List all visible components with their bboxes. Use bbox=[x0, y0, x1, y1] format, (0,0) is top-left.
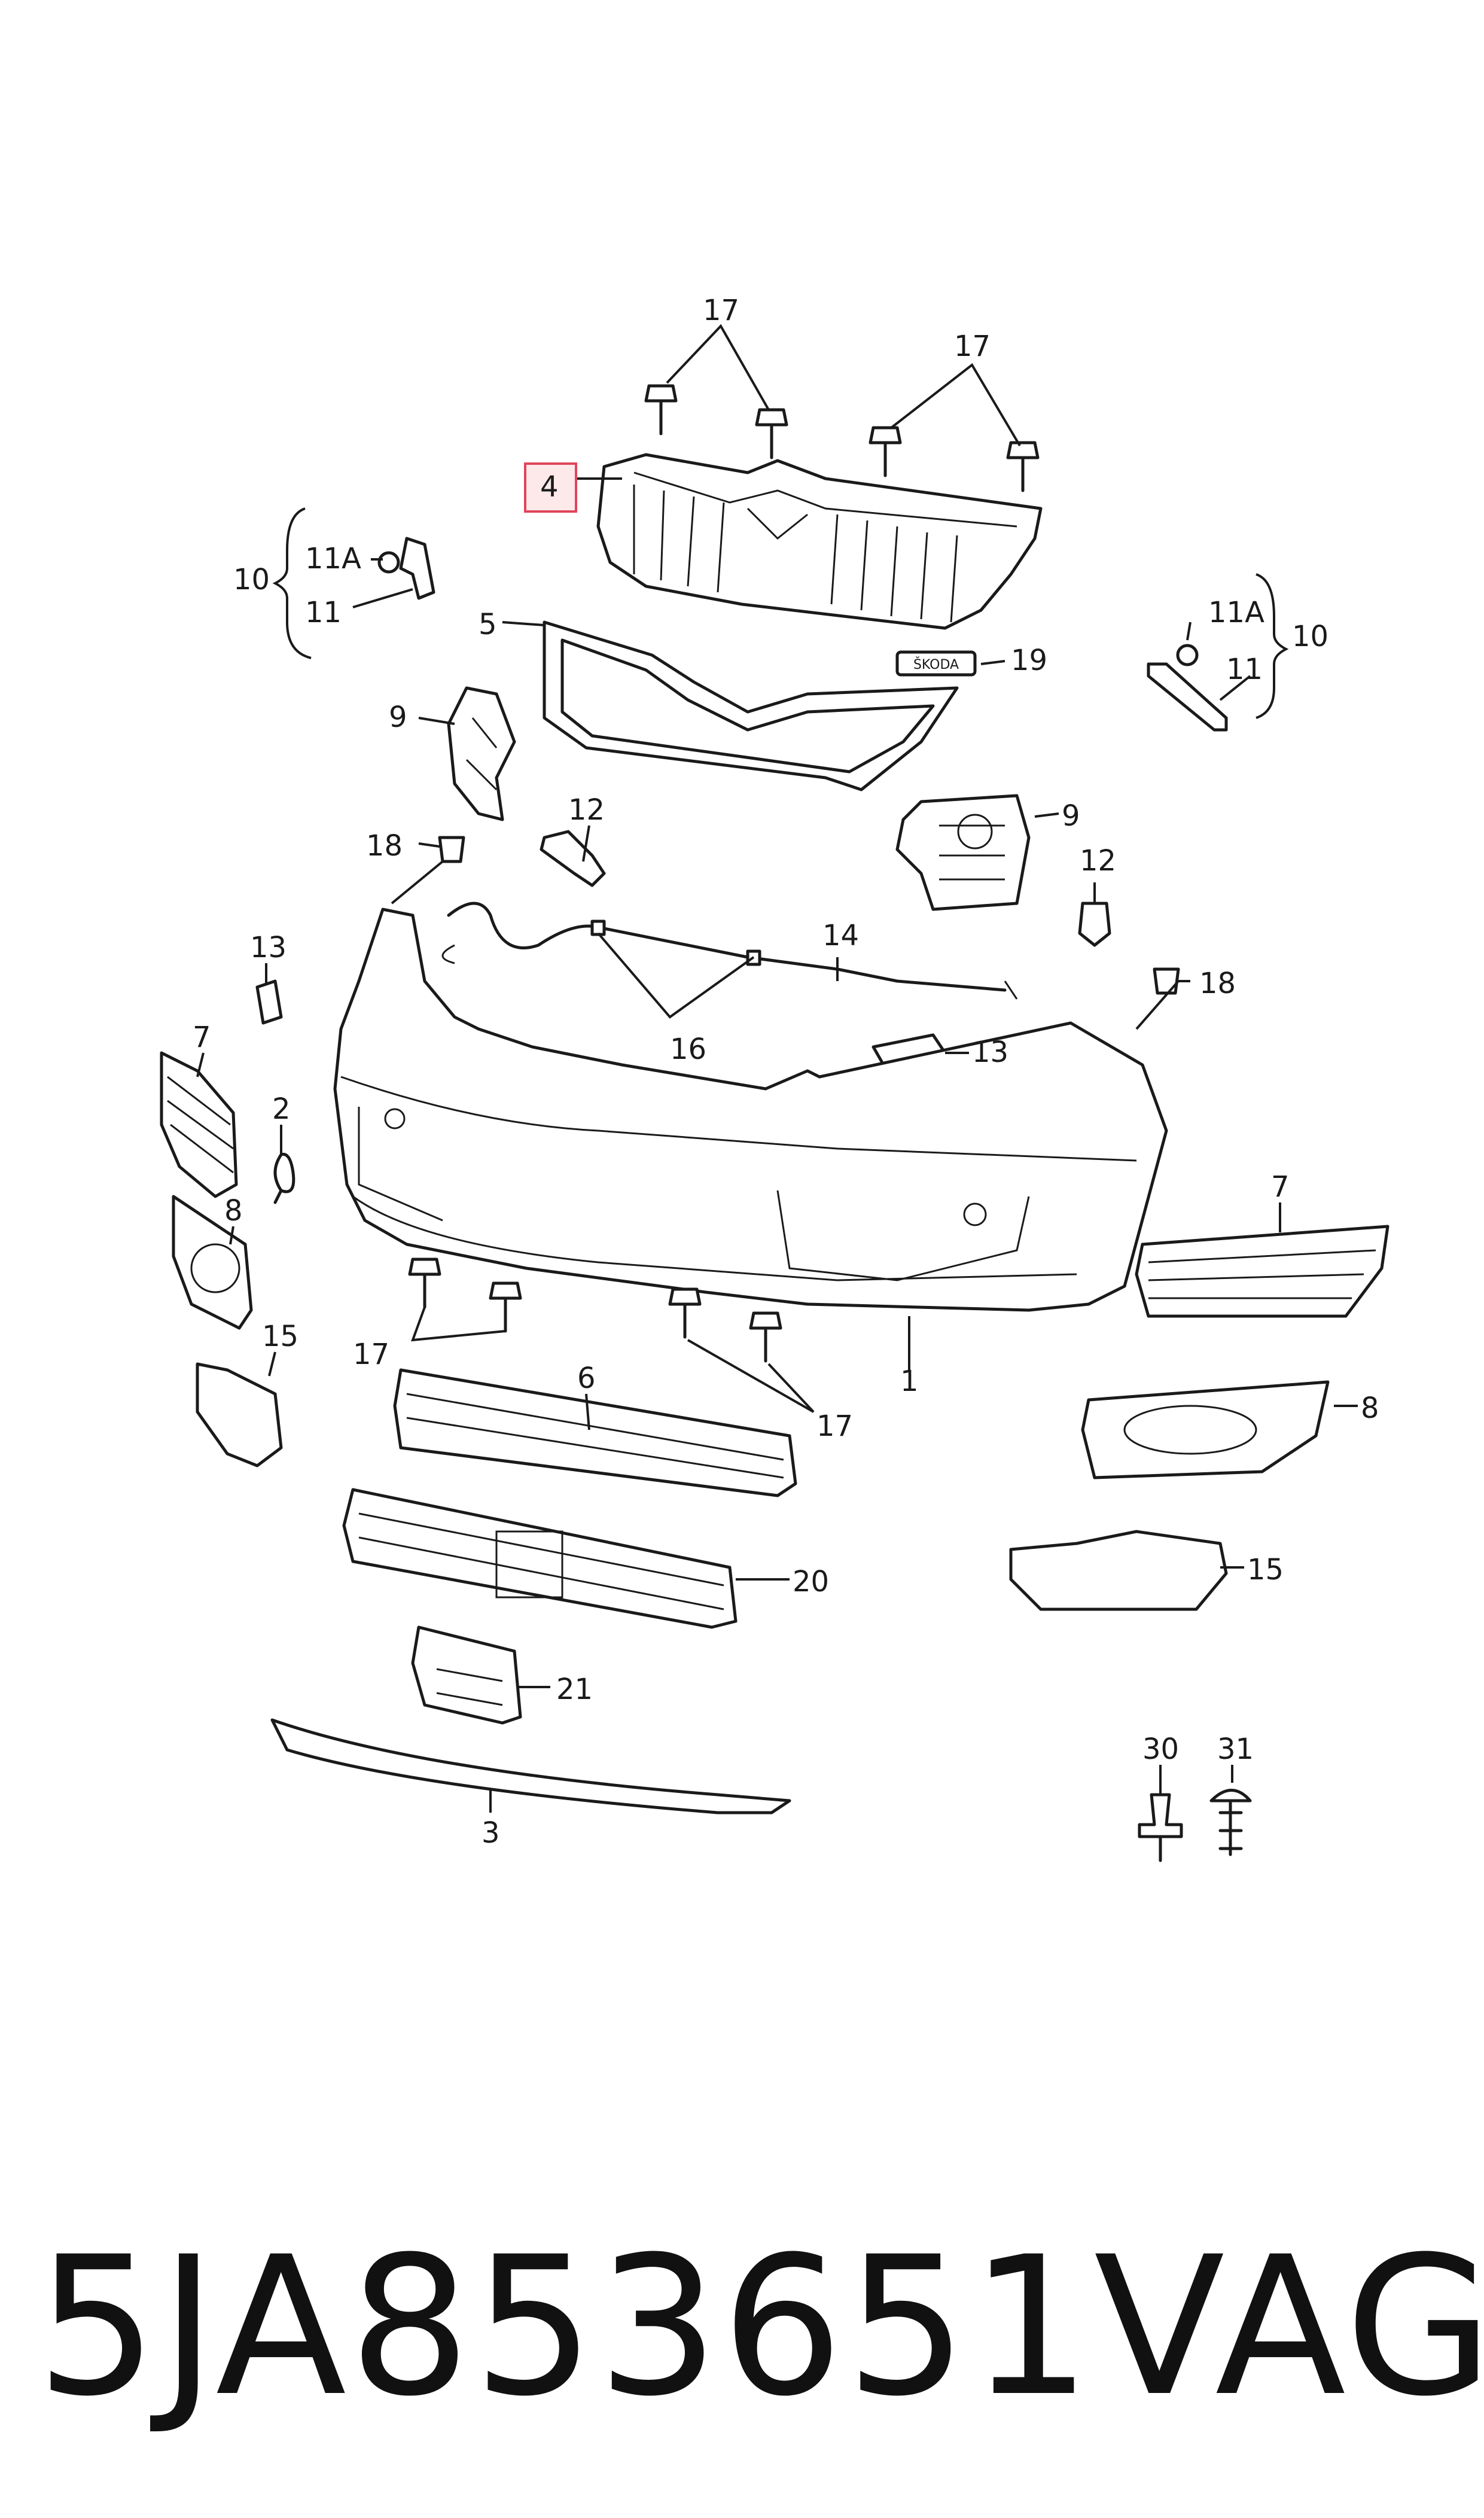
bracket-9-left bbox=[447, 686, 516, 821]
bracket-11-left bbox=[399, 537, 435, 600]
callout-9b: 9 bbox=[1062, 799, 1080, 833]
bolt-17-top bbox=[644, 384, 1040, 492]
radiator-grille bbox=[596, 453, 1043, 630]
callout-15a: 15 bbox=[262, 1320, 298, 1353]
bracket-11-right bbox=[1147, 662, 1228, 732]
grommet-2 bbox=[273, 1152, 295, 1204]
screw-30 bbox=[1138, 1793, 1183, 1862]
highlight-box-4 bbox=[524, 462, 577, 513]
spoiler-3 bbox=[270, 1718, 791, 1814]
callout-10a: 10 bbox=[233, 563, 270, 596]
callout-7a: 7 bbox=[193, 1021, 211, 1054]
callout-8a: 8 bbox=[224, 1194, 243, 1228]
screw-31 bbox=[1209, 1789, 1252, 1856]
brand-name: VAG bbox=[1093, 2216, 1484, 2438]
callout-30: 30 bbox=[1142, 1733, 1179, 1766]
callout-4: 4 bbox=[540, 470, 559, 504]
callout-11a: 11 bbox=[305, 596, 342, 629]
callout-20: 20 bbox=[793, 1565, 829, 1599]
callout-6: 6 bbox=[577, 1362, 596, 1395]
callout-3: 3 bbox=[482, 1816, 500, 1850]
callout-31: 31 bbox=[1217, 1733, 1254, 1766]
part-number: 5JA853651 bbox=[36, 2216, 1094, 2438]
fog-frame-8-right bbox=[1081, 1380, 1330, 1479]
callout-15b: 15 bbox=[1247, 1553, 1284, 1587]
sensor-holder-12-left bbox=[540, 830, 606, 887]
callout-19: 19 bbox=[1011, 644, 1047, 677]
callout-18a: 18 bbox=[366, 829, 403, 863]
bumper-cover bbox=[333, 908, 1168, 1312]
callout-7b: 7 bbox=[1271, 1170, 1290, 1204]
callout-12a: 12 bbox=[568, 793, 605, 827]
callout-2: 2 bbox=[272, 1092, 291, 1126]
vent-grille-7-right bbox=[1135, 1225, 1389, 1318]
fog-lamp-15-right bbox=[1009, 1530, 1228, 1611]
callout-13b: 13 bbox=[972, 1036, 1008, 1069]
callout-11Ab: 11A bbox=[1208, 596, 1264, 629]
sensor-holder-12-right bbox=[1078, 902, 1111, 947]
callout-16: 16 bbox=[670, 1033, 706, 1066]
clip-18-right bbox=[1153, 967, 1180, 995]
fog-lamp-15-left bbox=[196, 1362, 283, 1467]
callout-14: 14 bbox=[822, 919, 859, 952]
cap-13-left bbox=[255, 979, 283, 1025]
fog-frame-8-left bbox=[172, 1195, 253, 1330]
callout-17d: 17 bbox=[816, 1409, 853, 1443]
clip-18-left bbox=[438, 836, 465, 863]
emblem-label: ŠKODA bbox=[913, 657, 959, 672]
footer: 5JA853651 VAG bbox=[36, 2213, 1484, 2441]
callout-5: 5 bbox=[479, 608, 497, 641]
callout-17c: 17 bbox=[353, 1338, 389, 1371]
callout-10b: 10 bbox=[1292, 620, 1328, 653]
callout-11b: 11 bbox=[1226, 653, 1263, 686]
callout-18b: 18 bbox=[1199, 967, 1236, 1000]
grille-frame bbox=[543, 620, 959, 791]
callout-8b: 8 bbox=[1361, 1392, 1379, 1425]
callout-21: 21 bbox=[556, 1673, 593, 1706]
callout-17a: 17 bbox=[703, 294, 739, 327]
callout-17b: 17 bbox=[954, 330, 991, 363]
callout-11Aa: 11A bbox=[305, 542, 361, 576]
callout-12b: 12 bbox=[1080, 844, 1116, 878]
bracket-9-right bbox=[895, 794, 1031, 911]
callout-9a: 9 bbox=[389, 701, 407, 734]
lower-grille-20 bbox=[342, 1488, 738, 1629]
bolt-17-lower bbox=[408, 1258, 782, 1363]
callout-1: 1 bbox=[900, 1365, 919, 1398]
skoda-emblem: ŠKODA bbox=[895, 650, 977, 677]
callout-labels: 17 17 4 10 11A 11 11A 10 11 5 19 9 9 12 … bbox=[193, 294, 1379, 1850]
callout-13a: 13 bbox=[250, 931, 287, 964]
